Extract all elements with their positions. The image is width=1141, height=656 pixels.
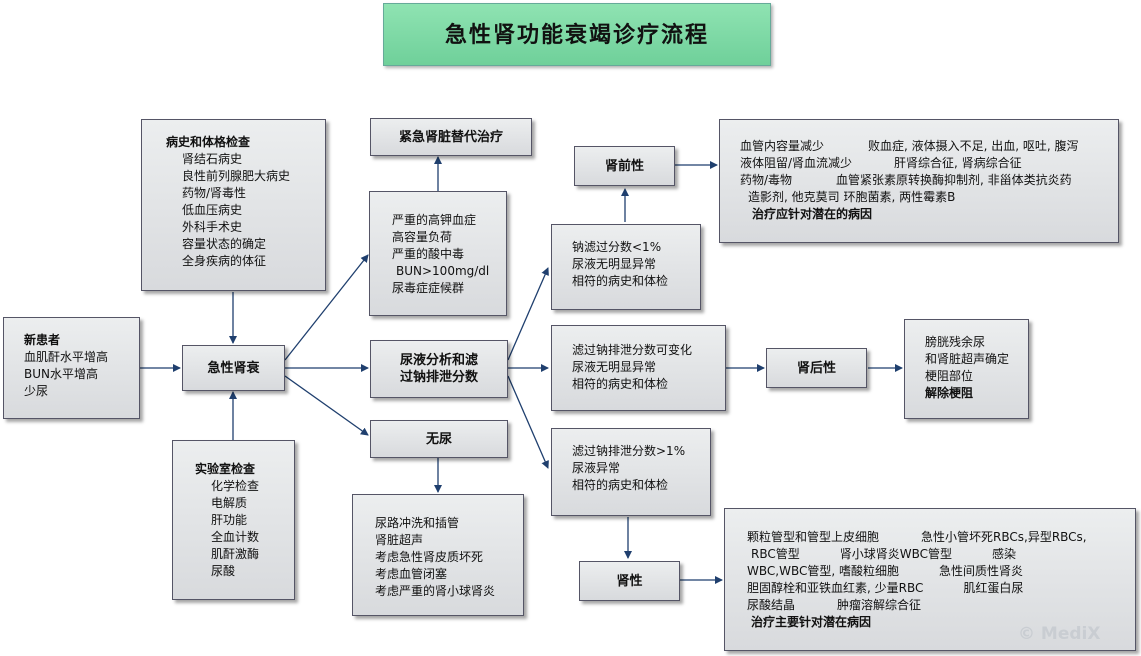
anuria-item: 考虑血管闭塞 bbox=[375, 566, 515, 583]
cause-result: 血管紧张素原转换酶抑制剂, 非甾体类抗炎药 bbox=[836, 173, 1072, 187]
postrenal-actions-box: 膀胱残余尿 和肾脏超声确定 梗阻部位 解除梗阻 bbox=[904, 319, 1029, 419]
arrow-urinalysis-to-intrinsic bbox=[508, 376, 548, 468]
prerenal-causes-box: 血管内容量减少 败血症, 液体摄入不足, 出血, 呕吐, 腹泻 液体阻留/肾血流减… bbox=[719, 119, 1119, 243]
action-item: 和肾脏超声确定 bbox=[925, 351, 1020, 368]
cause-label: 血管内容量减少 bbox=[740, 139, 824, 153]
cause-label: 液体阻留/肾血流减少 bbox=[740, 156, 852, 170]
lab-item: 电解质 bbox=[195, 495, 286, 512]
postrenal-node: 肾后性 bbox=[766, 348, 867, 388]
page-title: 急性肾功能衰竭诊疗流程 bbox=[383, 3, 771, 66]
renal-node: 肾性 bbox=[579, 561, 680, 601]
cause-row: 液体阻留/肾血流减少 肝肾综合征, 肾病综合征 bbox=[740, 155, 1110, 172]
cause-result: 肾小球肾炎WBC管型 bbox=[840, 547, 952, 561]
indication-item: 尿毒症症候群 bbox=[392, 280, 498, 297]
new-patient-box: 新患者 血肌酐水平增高 BUN水平增高 少尿 bbox=[3, 317, 140, 419]
intrinsic-criteria-box: 滤过钠排泄分数>1% 尿液异常 相符的病史和体检 bbox=[551, 428, 711, 516]
anuria-item: 考虑急性肾皮质坏死 bbox=[375, 549, 515, 566]
cause-result: 肿瘤溶解综合征 bbox=[837, 598, 921, 612]
new-patient-heading: 新患者 bbox=[24, 332, 131, 349]
indication-item: 高容量负荷 bbox=[392, 229, 498, 246]
cause-result: 急性小管坏死RBCs,异型RBCs, bbox=[921, 530, 1087, 544]
action-item: 膀胱残余尿 bbox=[925, 334, 1020, 351]
lab-item: 全血计数 bbox=[195, 529, 286, 546]
criteria-item: 尿液异常 bbox=[572, 460, 702, 477]
arf-node: 急性肾衰 bbox=[182, 345, 285, 391]
history-heading: 病史和体格检查 bbox=[166, 134, 317, 151]
history-item: 容量状态的确定 bbox=[166, 236, 317, 253]
cause-label: WBC,WBC管型, 嗜酸粒细胞 bbox=[747, 564, 899, 578]
copyright-watermark: © MediX bbox=[1018, 624, 1100, 644]
indication-item: BUN>100mg/dl bbox=[392, 263, 498, 280]
lab-item: 尿酸 bbox=[195, 563, 286, 580]
lab-heading: 实验室检查 bbox=[195, 461, 286, 478]
rrt-indications-box: 严重的高钾血症 高容量负荷 严重的酸中毒 BUN>100mg/dl 尿毒症症候群 bbox=[369, 191, 507, 316]
variable-criteria-box: 滤过钠排泄分数可变化 尿液无明显异常 相符的病史和体检 bbox=[551, 325, 726, 411]
criteria-item: 相符的病史和体检 bbox=[572, 273, 692, 290]
anuria-item: 考虑严重的肾小球肾炎 bbox=[375, 583, 515, 600]
prerenal-criteria-box: 钠滤过分数<1% 尿液无明显异常 相符的病史和体检 bbox=[551, 224, 701, 310]
history-item: 外科手术史 bbox=[166, 219, 317, 236]
cause-row: WBC,WBC管型, 嗜酸粒细胞 急性间质性肾炎 bbox=[747, 563, 1127, 580]
action-item: 梗阻部位 bbox=[925, 368, 1020, 385]
new-patient-item: 少尿 bbox=[24, 383, 131, 400]
urinalysis-line: 尿液分析和滤 bbox=[400, 352, 478, 369]
cause-result: 肝肾综合征, 肾病综合征 bbox=[894, 156, 1022, 170]
cause-label: 颗粒管型和管型上皮细胞 bbox=[747, 530, 879, 544]
anuria-item: 肾脏超声 bbox=[375, 532, 515, 549]
anuria-node: 无尿 bbox=[370, 420, 508, 458]
cause-row: 药物/毒物 血管紧张素原转换酶抑制剂, 非甾体类抗炎药 bbox=[740, 172, 1110, 189]
lab-item: 肝功能 bbox=[195, 512, 286, 529]
cause-result: 败血症, 液体摄入不足, 出血, 呕吐, 腹泻 bbox=[868, 139, 1079, 153]
indication-item: 严重的高钾血症 bbox=[392, 212, 498, 229]
history-item: 良性前列腺肥大病史 bbox=[166, 168, 317, 185]
cause-label: 胆固醇栓和亚铁血红素, 少量RBC bbox=[747, 581, 923, 595]
new-patient-item: BUN水平增高 bbox=[24, 366, 131, 383]
prerenal-node: 肾前性 bbox=[574, 146, 675, 186]
lab-item: 化学检查 bbox=[195, 478, 286, 495]
cause-row: 尿酸结晶 肿瘤溶解综合征 bbox=[747, 597, 1127, 614]
criteria-item: 滤过钠排泄分数可变化 bbox=[572, 342, 717, 359]
cause-result: 感染 bbox=[992, 547, 1016, 561]
new-patient-item: 血肌酐水平增高 bbox=[24, 349, 131, 366]
cause-row: 血管内容量减少 败血症, 液体摄入不足, 出血, 呕吐, 腹泻 bbox=[740, 138, 1110, 155]
criteria-item: 尿液无明显异常 bbox=[572, 359, 717, 376]
cause-row: 颗粒管型和管型上皮细胞 急性小管坏死RBCs,异型RBCs, bbox=[747, 529, 1127, 546]
cause-label: 尿酸结晶 bbox=[747, 598, 795, 612]
criteria-item: 钠滤过分数<1% bbox=[572, 239, 692, 256]
history-item: 药物/肾毒性 bbox=[166, 185, 317, 202]
cause-result: 急性间质性肾炎 bbox=[939, 564, 1023, 578]
history-item: 低血压病史 bbox=[166, 202, 317, 219]
cause-row: RBC管型 肾小球肾炎WBC管型 感染 bbox=[747, 546, 1127, 563]
anuria-item: 尿路冲洗和插管 bbox=[375, 515, 515, 532]
criteria-item: 相符的病史和体检 bbox=[572, 477, 702, 494]
cause-result: 肌红蛋白尿 bbox=[963, 581, 1023, 595]
emergency-rrt-node: 紧急肾脏替代治疗 bbox=[370, 118, 532, 156]
history-box: 病史和体格检查 肾结石病史 良性前列腺肥大病史 药物/肾毒性 低血压病史 外科手… bbox=[141, 119, 326, 291]
urinalysis-line: 过钠排泄分数 bbox=[400, 369, 478, 386]
treatment-note: 治疗应针对潜在的病因 bbox=[740, 206, 1110, 223]
lab-item: 肌酐激酶 bbox=[195, 546, 286, 563]
history-item: 肾结石病史 bbox=[166, 151, 317, 168]
cause-label: RBC管型 bbox=[751, 547, 800, 561]
cause-extra: 造影剂, 他克莫司 环胞菌素, 两性霉素B bbox=[740, 189, 1110, 206]
arrow-urinalysis-to-prerenal-criteria bbox=[508, 268, 548, 360]
indication-item: 严重的酸中毒 bbox=[392, 246, 498, 263]
arrow-arf-to-anuria bbox=[285, 376, 368, 435]
urinalysis-node: 尿液分析和滤 过钠排泄分数 bbox=[370, 340, 508, 398]
criteria-item: 滤过钠排泄分数>1% bbox=[572, 443, 702, 460]
action-footer: 解除梗阻 bbox=[925, 385, 1020, 402]
lab-box: 实验室检查 化学检查 电解质 肝功能 全血计数 肌酐激酶 尿酸 bbox=[172, 440, 295, 600]
criteria-item: 尿液无明显异常 bbox=[572, 256, 692, 273]
anuria-measures-box: 尿路冲洗和插管 肾脏超声 考虑急性肾皮质坏死 考虑血管闭塞 考虑严重的肾小球肾炎 bbox=[352, 494, 524, 616]
cause-row: 胆固醇栓和亚铁血红素, 少量RBC 肌红蛋白尿 bbox=[747, 580, 1127, 597]
cause-label: 药物/毒物 bbox=[740, 173, 792, 187]
criteria-item: 相符的病史和体检 bbox=[572, 376, 717, 393]
history-item: 全身疾病的体征 bbox=[166, 253, 317, 270]
